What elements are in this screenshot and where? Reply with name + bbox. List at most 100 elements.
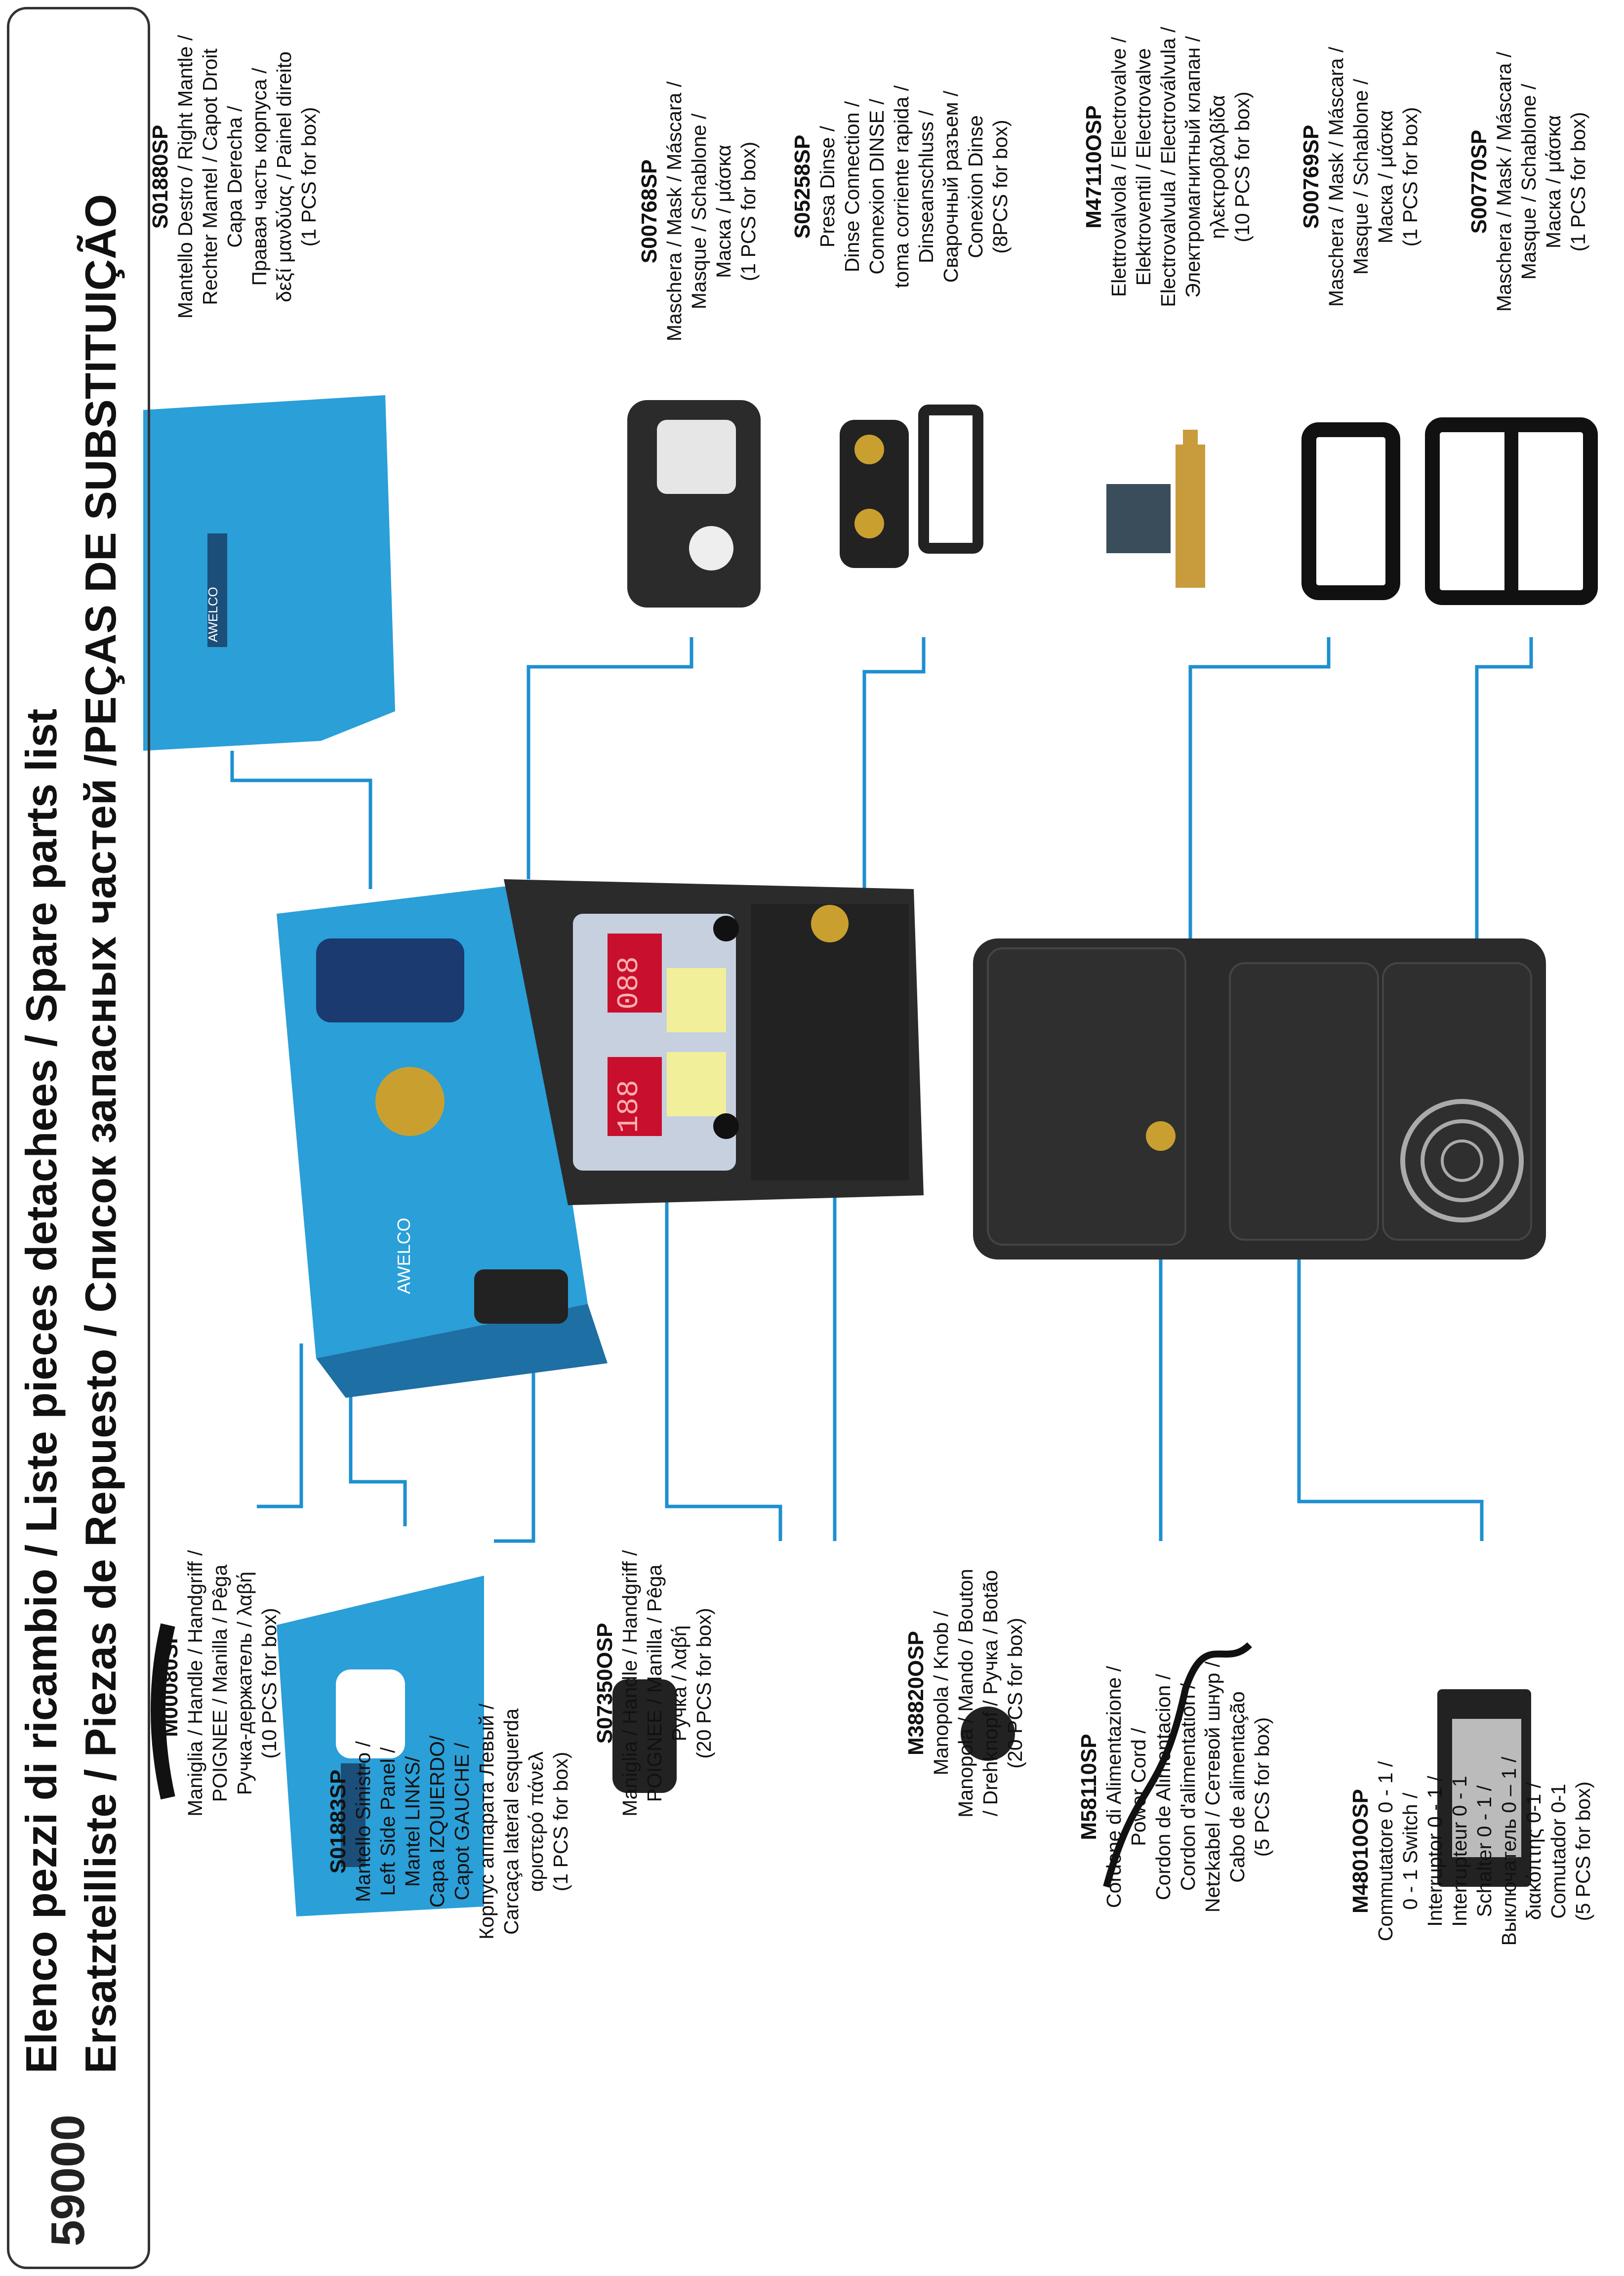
part-line: toma corriente rapida / <box>890 85 913 288</box>
welder-front-image: 088 188 AWELCO <box>277 879 924 1398</box>
part-line: Elektroventil / Electrovalve <box>1132 48 1155 286</box>
part-line: Mantel LINKS/ <box>401 1756 424 1887</box>
right-mantle-image: AWELCO <box>143 395 395 751</box>
leader-m00080 <box>257 1343 303 1508</box>
part-s01880: S01880SP Mantello Destro / Right Mantle … <box>148 14 321 340</box>
part-line: Mantello Destro / Right Mantle / <box>174 35 197 319</box>
part-line: / Drehknopf / Ручка / Botão <box>979 1570 1002 1817</box>
part-line: Masque / Schablone / <box>1517 83 1540 280</box>
part-line: Маска / μάσκα <box>1542 115 1565 249</box>
title-line-1: Elenco pezzi di ricambio / Liste pieces … <box>17 708 66 2073</box>
welder-brand-logo: AWELCO <box>394 1218 414 1294</box>
part-line: Cordon de Alimentacion / <box>1152 1673 1175 1901</box>
part-line: αριστερό πάνελ <box>525 1751 547 1892</box>
part-line: Power Cord / <box>1127 1728 1150 1846</box>
part-code: M38820OSP <box>904 1631 928 1755</box>
leader-s01880 <box>230 751 372 889</box>
part-code: S01880SP <box>148 124 172 229</box>
part-line: (1 PCS for box) <box>1567 112 1589 252</box>
part-line: Netzkabel / Сетевой шнур / <box>1201 1661 1224 1913</box>
part-line: Carcaça lateral esquerda <box>500 1708 523 1935</box>
part-line: Dinse Connection / <box>841 101 863 273</box>
part-s05258: S05258SP Presa Dinse / Dinse Connection … <box>790 48 1013 325</box>
mask-s00768-image <box>627 400 761 608</box>
part-line: (8PCS for box) <box>989 120 1012 254</box>
part-line: Masque / Schablone / <box>1349 79 1372 275</box>
part-line: Cordone di Alimentazione / <box>1102 1666 1125 1909</box>
part-line: Maschera / Mask / Máscara / <box>663 81 686 342</box>
part-code: M47110OSP <box>1082 105 1106 229</box>
part-line: (20 PCS for box) <box>692 1608 715 1759</box>
part-line: (10 PCS for box) <box>258 1608 281 1759</box>
part-line: Electrovalvula / Electroválvula / <box>1157 27 1179 307</box>
left-side-panel-image <box>277 1576 484 1916</box>
part-line: (20 PCS for box) <box>1004 1618 1026 1769</box>
part-line: Маска / μάσκα <box>712 144 735 279</box>
part-line: Elettrovalvola / Electrovalve / <box>1107 37 1130 297</box>
part-line: διακόπτης 0-1 / <box>1522 1782 1545 1920</box>
part-line: Capa Derecha / <box>223 106 246 248</box>
leader-s07350 <box>494 1309 535 1543</box>
part-code: S05258SP <box>790 134 814 239</box>
title-line-2: Ersatzteilliste / Piezas de Repuesto / С… <box>76 194 125 2073</box>
part-code: M00080SP <box>158 1629 182 1737</box>
part-m00080: M00080SP Maniglia / Handle / Handgriff /… <box>158 1510 282 1856</box>
part-line: (1 PCS for box) <box>549 1751 572 1892</box>
part-s00770: S00770SP Maschera / Mask / Máscara / Mas… <box>1467 24 1590 340</box>
part-line: (5 PCS for box) <box>1251 1717 1273 1857</box>
brand-logo: AWELCO <box>205 587 220 642</box>
part-line: Manopola / Mando / Bouton <box>954 1569 977 1818</box>
part-code: M58110SP <box>1077 1734 1101 1840</box>
display-left: 088 <box>613 956 647 1010</box>
part-line: Connexion DINSE / <box>865 99 888 275</box>
part-line: Maniglia / Handle / Handgriff / <box>184 1550 206 1817</box>
part-m47110: M47110OSP Elettrovalvola / Electrovalve … <box>1082 9 1255 325</box>
part-line: Maschera / Mask / Máscara / <box>1493 51 1515 312</box>
leader-s05258 <box>862 637 926 929</box>
part-line: δεξί μανδύας / Painel direito <box>273 51 295 302</box>
part-line: Comutador 0-1 <box>1547 1784 1570 1919</box>
part-line: Interrupteur 0 - 1 <box>1448 1776 1471 1927</box>
part-line: Rechter Mantel / Capot Droit <box>199 48 221 305</box>
part-line: 0 - 1 Switch / <box>1399 1792 1421 1910</box>
switch-image <box>1437 1689 1531 1887</box>
part-line: Ручка-держатель / λαβή <box>233 1571 256 1795</box>
part-line: Cabo de alimentação <box>1226 1691 1249 1883</box>
part-line: POIGNEE / Manilla / Pêga <box>208 1564 231 1802</box>
part-line: POIGNEE / Manilla / Pêga <box>643 1564 666 1802</box>
mask-s00769-image <box>1301 422 1400 600</box>
leader-s01883 <box>349 1373 407 1526</box>
leader-s00768 <box>527 637 693 879</box>
mask-s00770-image <box>1425 417 1598 605</box>
part-line: ηλεκτροβαλβίδα <box>1206 95 1229 239</box>
part-line: Presa Dinse / <box>816 125 839 248</box>
electrovalve-image <box>1106 430 1205 588</box>
part-line: (5 PCS for box) <box>1572 1781 1594 1921</box>
part-code: S00770SP <box>1467 129 1491 234</box>
part-line: Mantello Sinistro / <box>352 1741 374 1902</box>
handle-m00080-image <box>151 1623 175 1800</box>
display-right: 188 <box>613 1080 647 1133</box>
part-line: Conexion Dinse <box>964 115 987 258</box>
part-line: Dinseanschluss / <box>915 110 937 263</box>
part-line: Left Side Panel / <box>376 1747 399 1896</box>
part-line: Maniglia / Handle / Handgriff / <box>618 1550 641 1817</box>
part-m38820: M38820OSP Manopola / Knob / Manopola / M… <box>904 1520 1027 1866</box>
part-line: (1 PCS for box) <box>737 141 760 282</box>
part-s00768: S00768SP Maschera / Mask / Máscara / Mas… <box>637 58 761 365</box>
leader-m48010 <box>1297 1260 1484 1541</box>
welder-back-image <box>973 938 1546 1260</box>
part-s01883: S01883SP Mantello Sinistro / Left Side P… <box>326 1654 573 1990</box>
leader-m47110 <box>1188 637 1331 938</box>
handle-s07350-image <box>612 1679 677 1793</box>
part-code: S00768SP <box>637 159 661 264</box>
leader-s00769 <box>1475 637 1533 938</box>
part-line: Capa IZQUIERDO/ <box>426 1735 448 1908</box>
part-code: S00769SP <box>1299 124 1323 229</box>
part-line: Interruptor 0 - 1 / <box>1423 1776 1446 1927</box>
part-line: Masque / Schablone / <box>688 113 710 310</box>
model-number: 59000 <box>41 2114 94 2246</box>
part-line: Commutatore 0 - 1 / <box>1374 1761 1397 1942</box>
